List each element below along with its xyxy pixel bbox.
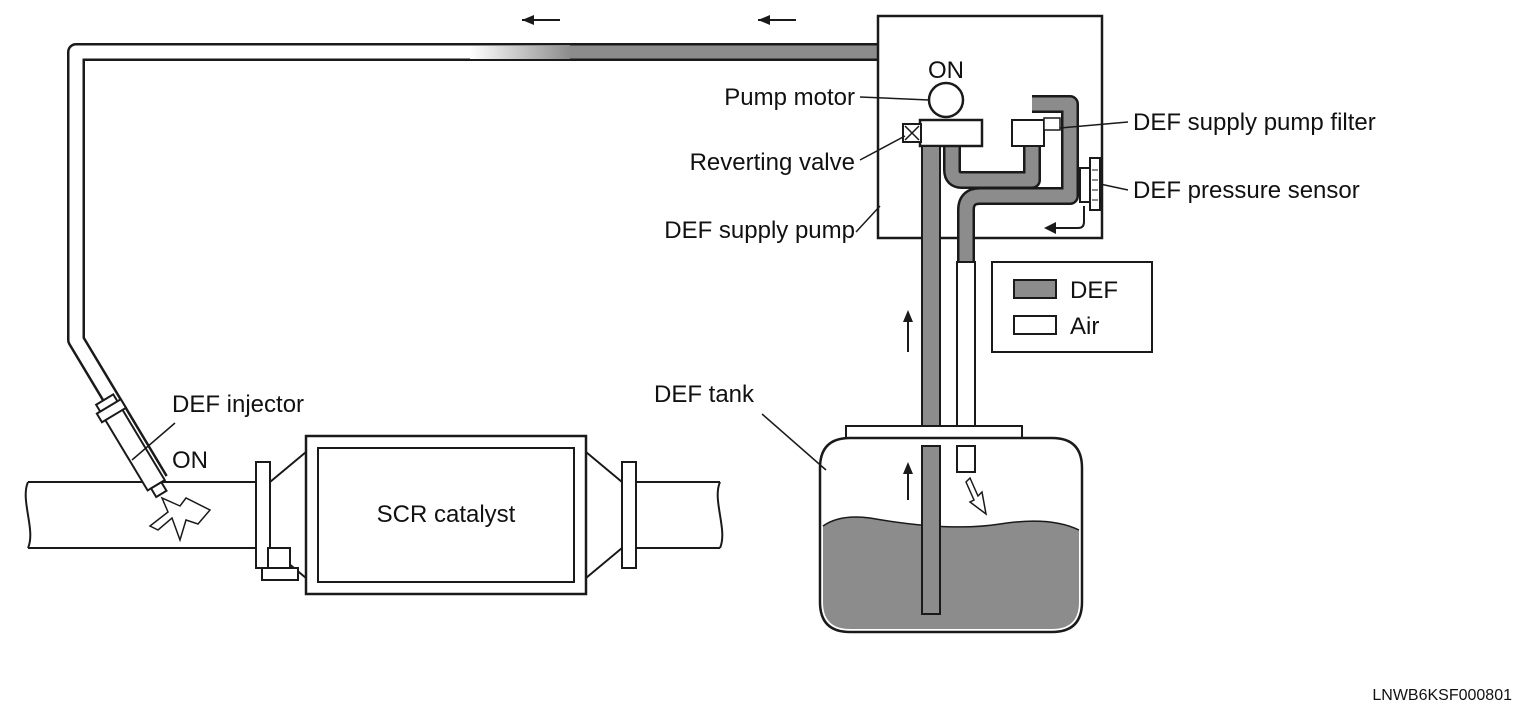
reverting-valve: [918, 118, 984, 148]
def-supply-pump-filter-label: DEF supply pump filter: [1133, 109, 1376, 136]
legend-def-label: DEF: [1070, 277, 1118, 304]
def-supply-pump: ON: [876, 14, 1104, 262]
def-supply-pump-leader: [855, 205, 881, 233]
def-injector-label: DEF injector: [172, 391, 304, 418]
reverting-valve-label: Reverting valve: [690, 149, 855, 176]
flow-arrow-up-inside: [903, 462, 913, 500]
def-tank: DEF tank: [654, 381, 1084, 634]
figure-code: LNWB6KSF000801: [1372, 687, 1512, 704]
legend: DEF Air: [991, 261, 1153, 353]
pump-on-label: ON: [928, 57, 964, 84]
scr-catalyst-label: SCR catalyst: [377, 501, 516, 528]
air-outflow-arrow: [965, 476, 988, 516]
spray-icon: [148, 496, 212, 543]
def-supply-pump-filter: [1011, 119, 1045, 147]
flow-arrow-top-right: [758, 15, 796, 25]
exhaust-sensor: [261, 547, 299, 581]
flow-arrow-up-outside: [903, 310, 913, 352]
legend-air-label: Air: [1070, 313, 1099, 340]
flow-arrow-top-left: [522, 15, 560, 25]
reverting-valve-cross-icon: [902, 123, 922, 143]
def-tank-label: DEF tank: [654, 381, 755, 408]
def-supply-pump-label: DEF supply pump: [664, 217, 855, 244]
injector-on-label: ON: [172, 447, 208, 474]
def-pressure-sensor-leader: [1099, 183, 1129, 191]
legend-def-swatch: [1013, 279, 1057, 299]
pump-motor: [927, 81, 965, 119]
pump-motor-label: Pump motor: [724, 84, 855, 111]
reverting-valve-leader: [859, 135, 906, 161]
def-supply-pump-filter-leader: [1059, 121, 1129, 129]
scr-catalyst: SCR catalyst: [255, 434, 637, 596]
legend-air-swatch: [1013, 315, 1057, 335]
return-arrow: [1044, 206, 1085, 234]
pump-motor-leader: [859, 96, 930, 101]
def-injector: DEF injector ON: [94, 391, 304, 543]
def-pressure-sensor-label: DEF pressure sensor: [1133, 177, 1360, 204]
